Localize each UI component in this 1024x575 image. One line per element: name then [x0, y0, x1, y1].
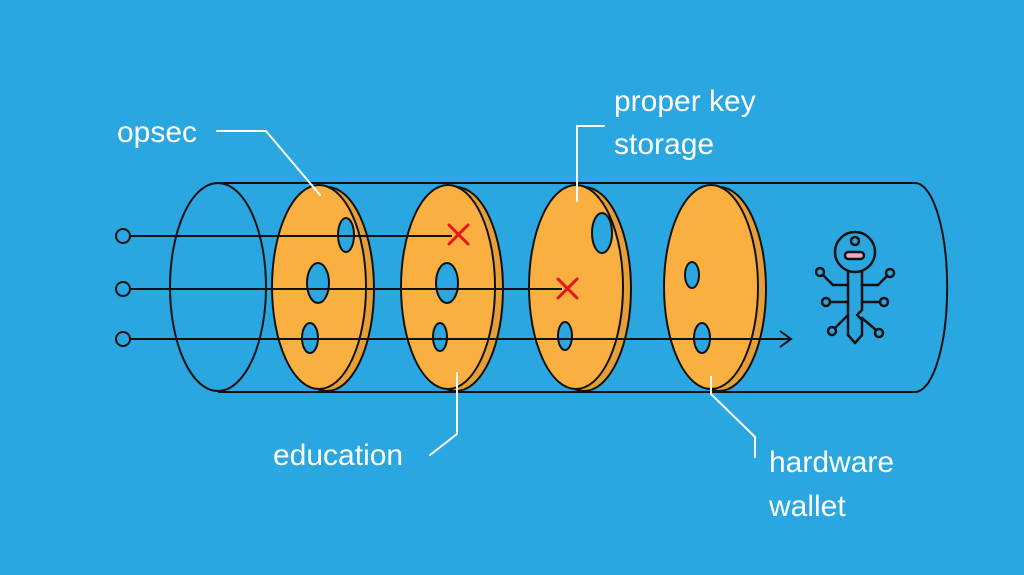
tube-front-opening: [169, 182, 267, 392]
hole: [432, 322, 448, 352]
input-circle-icon: [115, 281, 131, 297]
tube-back-edge: [914, 182, 949, 393]
label-hardware-line1: hardware: [769, 446, 894, 479]
key-circuit-icon: [814, 230, 896, 345]
hole: [435, 262, 459, 304]
callout-line-education: [429, 372, 458, 456]
blocked-x-icon: [556, 277, 579, 300]
callout-line-opsec: [216, 130, 321, 196]
label-education: education: [273, 439, 403, 472]
hole: [591, 212, 613, 254]
defense-layer-hardware-wallet: [663, 184, 767, 392]
hole: [306, 262, 330, 304]
input-circle-icon: [115, 228, 131, 244]
label-proper-key-line2: storage: [614, 128, 714, 161]
arrow-head-icon: [779, 330, 793, 348]
label-opsec: opsec: [117, 116, 197, 149]
label-hardware-line2: wallet: [768, 490, 846, 523]
blocked-x-icon: [447, 223, 470, 246]
hole: [557, 321, 573, 351]
label-proper-key-line1: proper key: [614, 85, 756, 118]
callout-line-proper-key-storage: [576, 125, 605, 202]
callout-line-hardware-wallet: [710, 376, 756, 458]
input-circle-icon: [115, 331, 131, 347]
hole: [684, 261, 700, 289]
